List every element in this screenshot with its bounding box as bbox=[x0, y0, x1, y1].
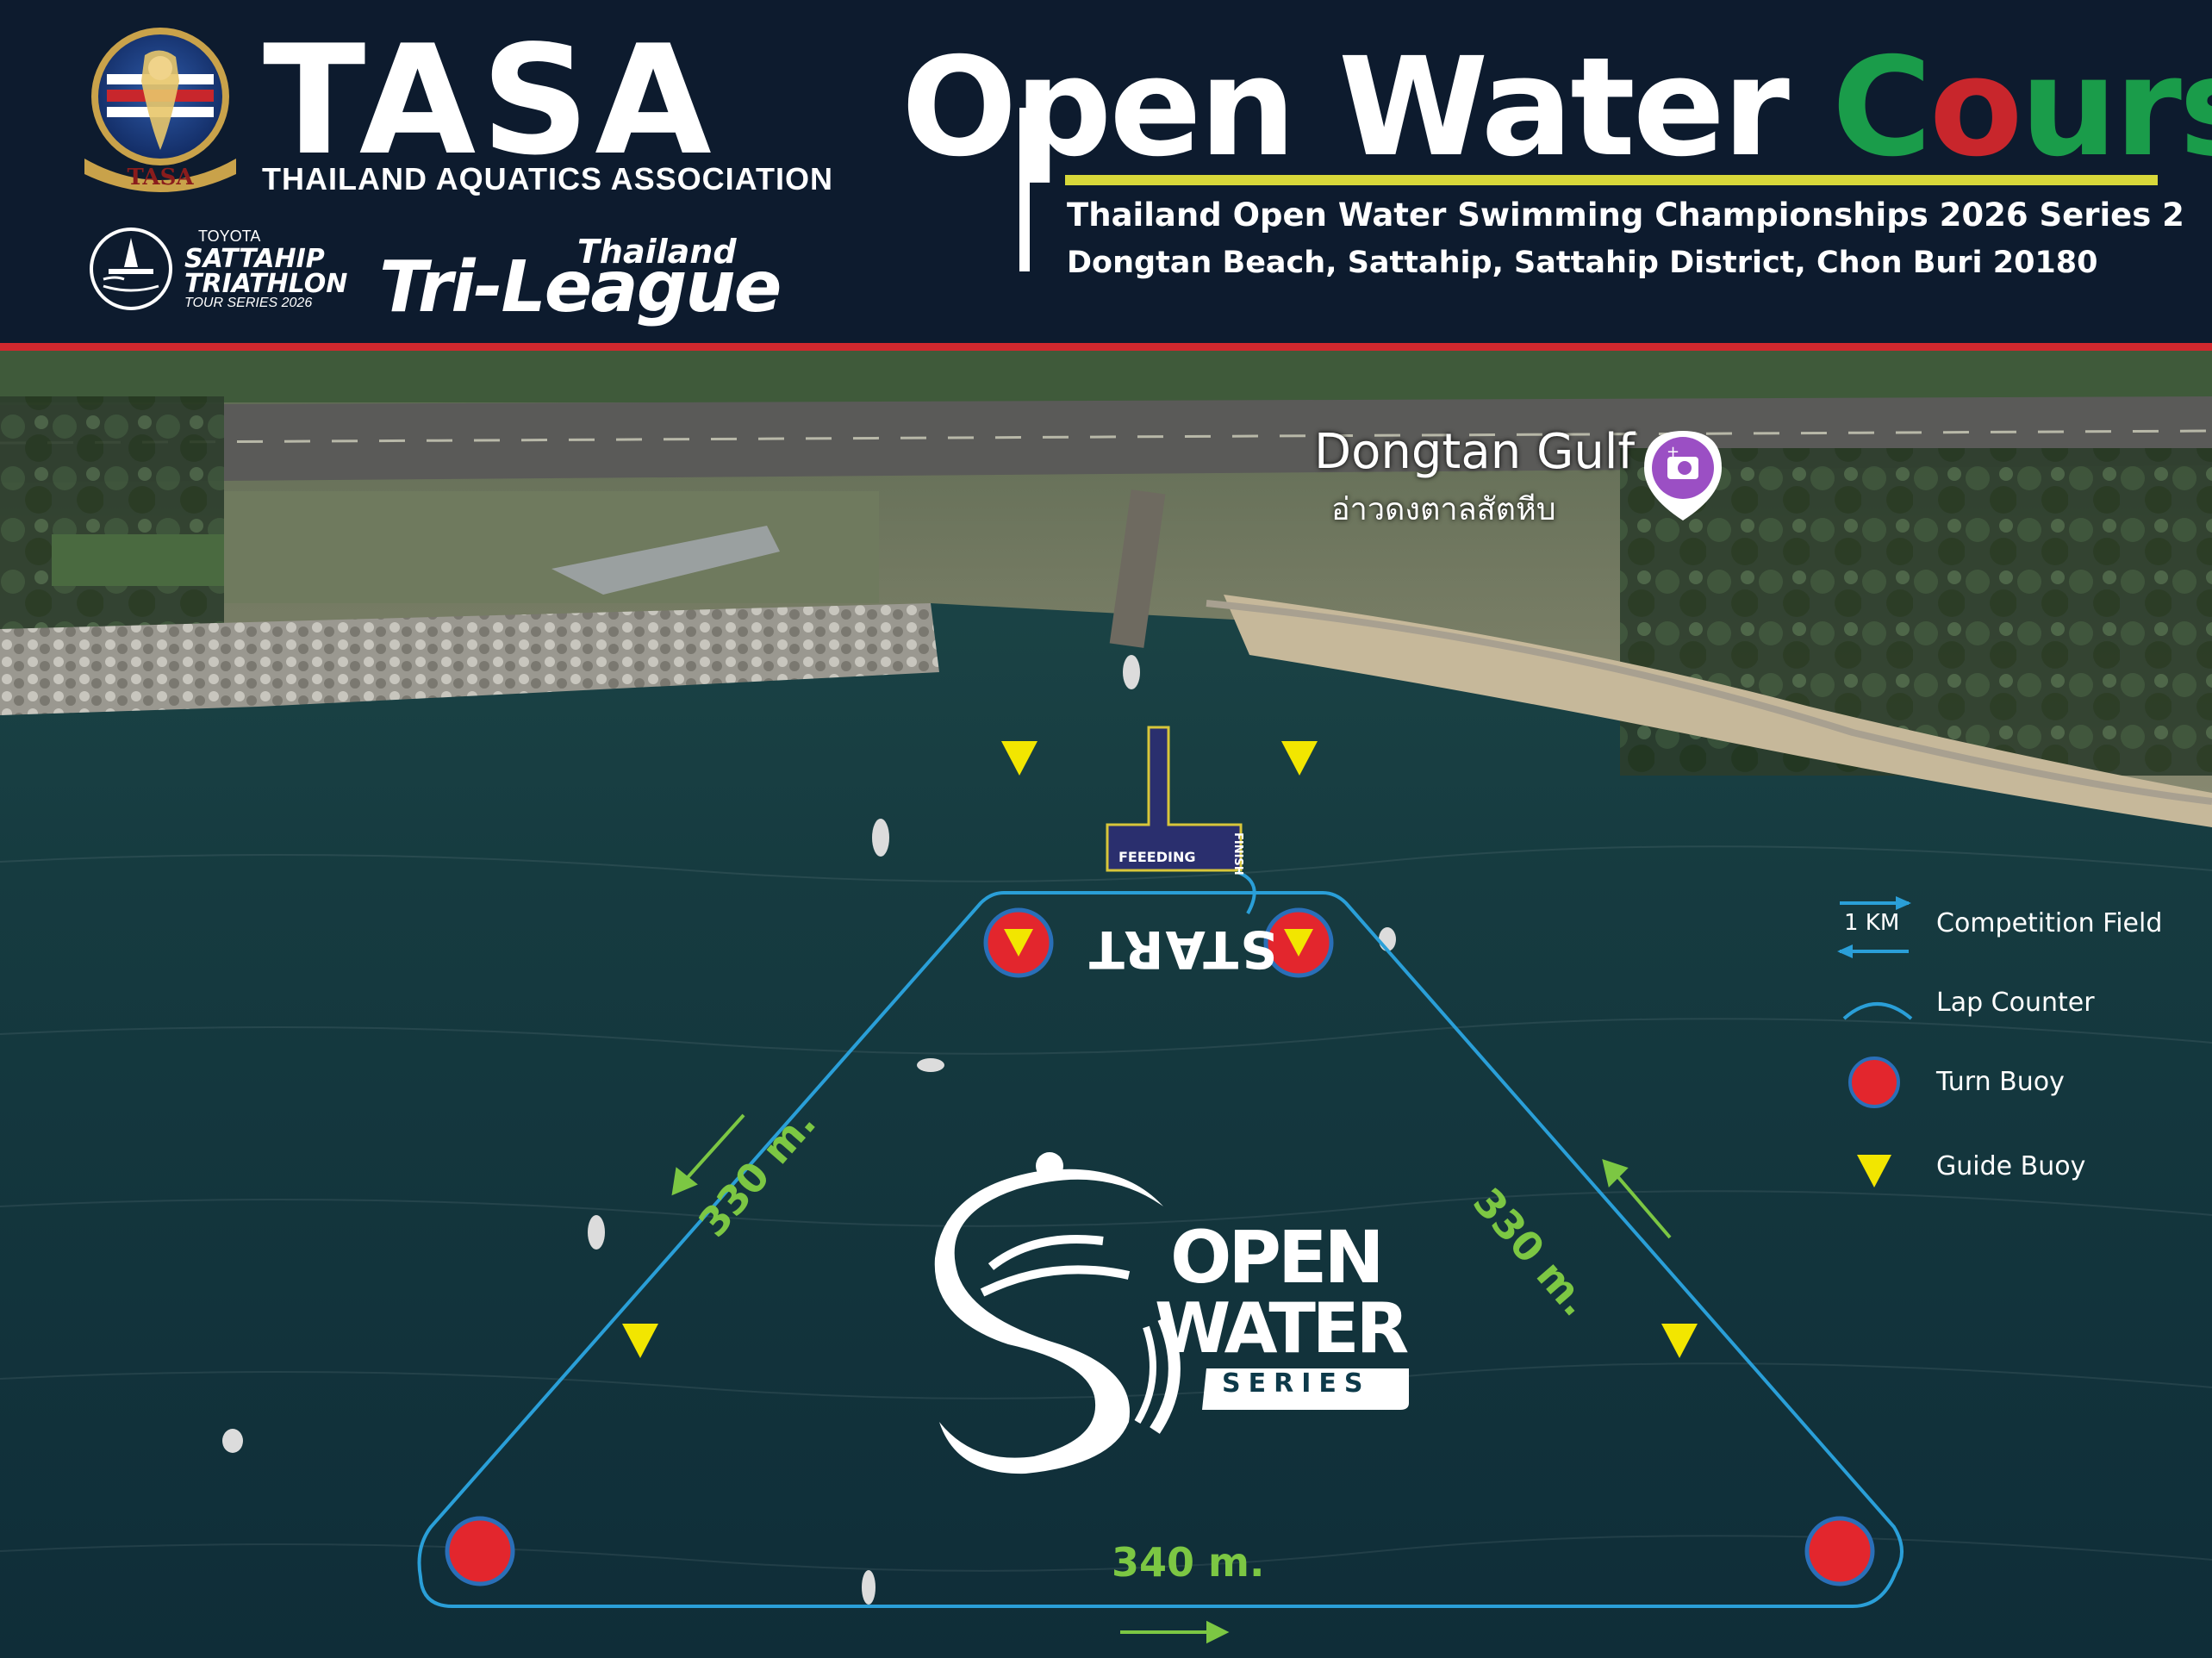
guide-buoys bbox=[622, 741, 1698, 1358]
event-location: Dongtan Beach, Sattahip, Sattahip Distri… bbox=[1067, 246, 2098, 280]
guide-buoy-icon bbox=[1004, 929, 1033, 957]
seal-text: TASA bbox=[127, 165, 194, 190]
guide-buoy-icon bbox=[1284, 929, 1313, 957]
event-logo-line-2: WATER bbox=[1155, 1288, 1409, 1368]
org-subtitle: THAILAND AQUATICS ASSOCIATION bbox=[262, 161, 833, 196]
camera-pin-icon: + bbox=[1644, 431, 1722, 520]
event-logo-line-3: SERIES bbox=[1222, 1368, 1371, 1399]
title-part-1: Open Water bbox=[901, 28, 1832, 187]
title-course-word: Course bbox=[1832, 28, 2212, 187]
org-name: TASA bbox=[263, 14, 717, 189]
legend-km-text: 1 KM bbox=[1844, 910, 1900, 936]
legend-lap-counter: Lap Counter bbox=[1936, 988, 2095, 1018]
beach bbox=[1224, 595, 2212, 827]
page-title: Open Water Course bbox=[901, 40, 2212, 176]
title-course-rest: urse bbox=[2020, 28, 2212, 187]
display-ship bbox=[551, 526, 780, 595]
tasa-seal-logo: TASA bbox=[84, 28, 236, 192]
legend-icons bbox=[1837, 896, 1913, 1187]
header-banner bbox=[0, 0, 2212, 343]
sponsor-line-1: SATTAHIP bbox=[184, 244, 325, 274]
sponsor-toyota: TOYOTA bbox=[198, 228, 261, 245]
distance-bottom-leg: 340 m. bbox=[1112, 1539, 1265, 1586]
turn-buoy-bottom-right bbox=[1804, 1516, 1875, 1586]
event-name: Thailand Open Water Swimming Championshi… bbox=[1067, 196, 2184, 234]
turn-buoys bbox=[445, 907, 1875, 1586]
legend-turn-buoy: Turn Buoy bbox=[1936, 1067, 2065, 1097]
sponsor-line-3: TOUR SERIES 2026 bbox=[184, 296, 313, 310]
place-name-en: Dongtan Gulf bbox=[1314, 424, 1636, 480]
direction-arrows bbox=[671, 1113, 1672, 1644]
event-logo-line-1: OPEN bbox=[1170, 1215, 1385, 1300]
turn-buoy-bottom-left bbox=[445, 1516, 515, 1586]
league-main-text: Tri-League bbox=[379, 246, 782, 328]
finish-label: FINISH bbox=[1231, 832, 1244, 876]
course-line bbox=[417, 891, 1904, 1608]
feeding-platform bbox=[1106, 726, 1243, 872]
open-water-series-logo-icon bbox=[934, 1152, 1409, 1474]
sponsor-line-2: TRIATHLON bbox=[184, 269, 348, 299]
league-top-text: Thailand bbox=[577, 233, 737, 271]
legend-competition-field: Competition Field bbox=[1936, 908, 2163, 938]
satellite-map: + bbox=[0, 351, 2212, 1658]
title-underline bbox=[1065, 175, 2158, 185]
svg-text:+: + bbox=[1667, 443, 1679, 461]
start-label: START bbox=[1087, 919, 1278, 979]
place-name-th: อ่าวดงตาลสัตหีบ bbox=[1331, 492, 1556, 527]
title-course-c: C bbox=[1831, 28, 1932, 187]
title-vertical-bar bbox=[1019, 108, 1030, 271]
jetty bbox=[1109, 489, 1166, 648]
rock-seawall bbox=[0, 603, 939, 715]
header-divider bbox=[0, 343, 2212, 351]
title-course-o: o bbox=[1928, 28, 2023, 187]
lap-counter-arc bbox=[1237, 870, 1256, 914]
triathlon-emblem-icon bbox=[90, 228, 172, 310]
legend-guide-buoy: Guide Buoy bbox=[1936, 1151, 2086, 1181]
feeding-label: FEEEDING bbox=[1118, 849, 1196, 865]
